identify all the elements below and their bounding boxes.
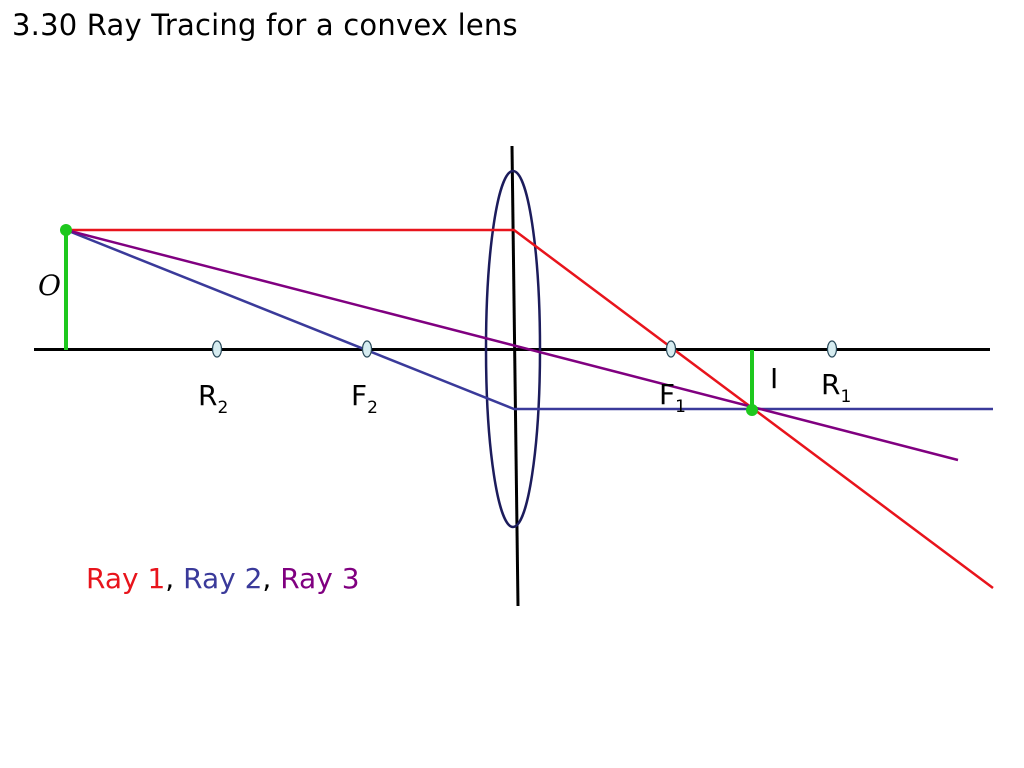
- f2-label: F2: [351, 379, 378, 418]
- object-tip-dot: [60, 224, 72, 236]
- ray-1: [66, 228, 994, 590]
- lens-center-line: [510, 145, 520, 607]
- legend-ray-1: Ray 1: [86, 562, 166, 595]
- ray-3: [65, 228, 959, 462]
- r2-marker: [211, 340, 223, 358]
- object-label: O: [38, 269, 61, 302]
- r1-label: R1: [821, 368, 851, 407]
- r1-marker: [826, 340, 838, 358]
- f1-marker: [665, 340, 677, 358]
- legend-ray-2: Ray 2: [183, 562, 263, 595]
- r2-label: R2: [198, 379, 228, 418]
- r2-label-sub: 2: [217, 398, 228, 418]
- r1-label-sub: 1: [840, 387, 851, 407]
- f2-marker: [361, 340, 373, 358]
- convex-lens: [484, 169, 542, 529]
- slide-title: 3.30 Ray Tracing for a convex lens: [12, 8, 518, 42]
- r1-label-main: R: [821, 368, 840, 401]
- f2-label-main: F: [351, 379, 367, 412]
- f2-label-sub: 2: [367, 398, 378, 418]
- ray-2: [65, 228, 993, 411]
- legend-separator-2: ,: [262, 562, 272, 595]
- f1-label-sub: 1: [675, 397, 686, 417]
- image-label: I: [770, 362, 778, 395]
- f1-label-main: F: [659, 378, 675, 411]
- image-tip-dot: [746, 404, 758, 416]
- legend-separator-1: ,: [165, 562, 175, 595]
- f1-label: F1: [659, 378, 686, 417]
- r2-label-main: R: [198, 379, 217, 412]
- ray-legend: Ray 1, Ray 2, Ray 3: [86, 562, 360, 595]
- legend-ray-3: Ray 3: [280, 562, 360, 595]
